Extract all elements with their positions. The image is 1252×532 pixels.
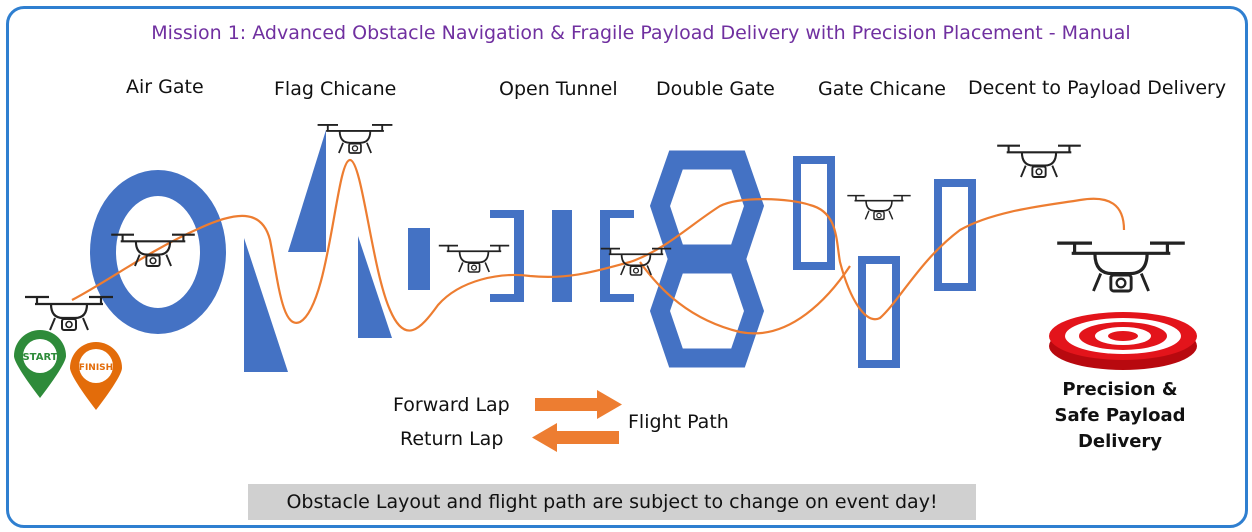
double-gate-bottom xyxy=(649,254,765,368)
change-notice-banner: Obstacle Layout and flight path are subj… xyxy=(248,484,976,520)
tunnel-bracket-left xyxy=(490,210,524,302)
precision-line-2: Safe Payload xyxy=(1054,405,1186,426)
arrow-right-icon xyxy=(535,390,622,419)
finish-pin-icon: FINISH xyxy=(70,342,122,410)
label-double-gate: Double Gate xyxy=(656,78,775,100)
tunnel-wall xyxy=(552,210,572,302)
legend-return-lap: Return Lap xyxy=(400,428,504,450)
forward-flight-path xyxy=(71,158,1126,332)
return-flight-path xyxy=(639,261,851,335)
start-pin-icon: START xyxy=(14,330,66,398)
finish-label: FINISH xyxy=(79,363,113,373)
label-flag-chicane: Flag Chicane xyxy=(274,78,397,100)
double-gate-top xyxy=(649,150,765,264)
precision-delivery-label: Precision & Safe Payload Delivery xyxy=(1030,377,1210,455)
precision-line-1: Precision & xyxy=(1062,379,1178,400)
drone-icon xyxy=(599,247,673,276)
flag-obstacle-1 xyxy=(244,238,288,372)
drone-icon xyxy=(23,295,115,332)
flag-obstacle-3 xyxy=(358,236,392,338)
target-icon xyxy=(1049,312,1197,370)
flag-obstacle-4 xyxy=(408,228,430,290)
drone-icon xyxy=(316,124,394,154)
arrow-left-icon xyxy=(532,423,619,452)
drone-icon xyxy=(437,244,511,273)
tunnel-bracket-right xyxy=(600,210,634,302)
gate-chicane-frame-2 xyxy=(858,256,900,368)
legend-forward-lap: Forward Lap xyxy=(393,394,510,416)
gate-chicane-frame-3 xyxy=(934,179,976,291)
legend-flight-path: Flight Path xyxy=(628,411,729,433)
drone-icon xyxy=(846,194,912,221)
drone-icon xyxy=(996,144,1082,179)
flag-obstacle-2 xyxy=(288,130,326,252)
label-gate-chicane: Gate Chicane xyxy=(818,78,946,100)
mission-title: Mission 1: Advanced Obstacle Navigation … xyxy=(151,22,1131,44)
air-gate-obstacle xyxy=(90,170,226,334)
label-air-gate: Air Gate xyxy=(126,76,204,98)
label-open-tunnel: Open Tunnel xyxy=(499,78,618,100)
precision-line-3: Delivery xyxy=(1077,431,1163,452)
drone-icon xyxy=(110,233,196,268)
label-decent: Decent to Payload Delivery xyxy=(968,77,1227,99)
start-label: START xyxy=(22,352,57,363)
drone-icon xyxy=(1055,241,1187,293)
gate-chicane-frame-1 xyxy=(793,156,835,270)
